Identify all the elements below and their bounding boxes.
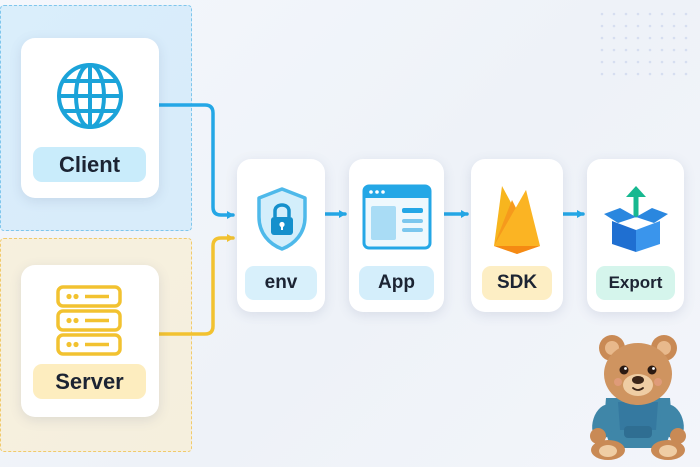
- server-label: Server: [33, 364, 146, 399]
- client-to-env-connector: [157, 103, 235, 219]
- client-node[interactable]: Client: [21, 38, 159, 198]
- sdk-label: SDK: [482, 266, 552, 300]
- globe-icon: [57, 63, 123, 129]
- box-export-icon: [604, 186, 668, 252]
- app-node[interactable]: App: [349, 159, 444, 312]
- shield-lock-icon: [257, 187, 307, 251]
- firebase-flame-icon: [494, 186, 540, 254]
- server-node[interactable]: Server: [21, 265, 159, 417]
- env-label: env: [245, 266, 317, 300]
- server-rack-icon: [56, 285, 122, 356]
- client-label: Client: [33, 147, 146, 182]
- dot-grid-decoration: [600, 12, 688, 76]
- env-node[interactable]: env: [237, 159, 325, 312]
- app-label: App: [359, 266, 434, 300]
- server-to-env-connector: [157, 234, 235, 336]
- export-label: Export: [596, 266, 675, 300]
- sdk-node[interactable]: SDK: [471, 159, 563, 312]
- teddy-bear-mascot: [590, 335, 686, 460]
- export-node[interactable]: Export: [587, 159, 684, 312]
- browser-window-icon: [362, 184, 432, 250]
